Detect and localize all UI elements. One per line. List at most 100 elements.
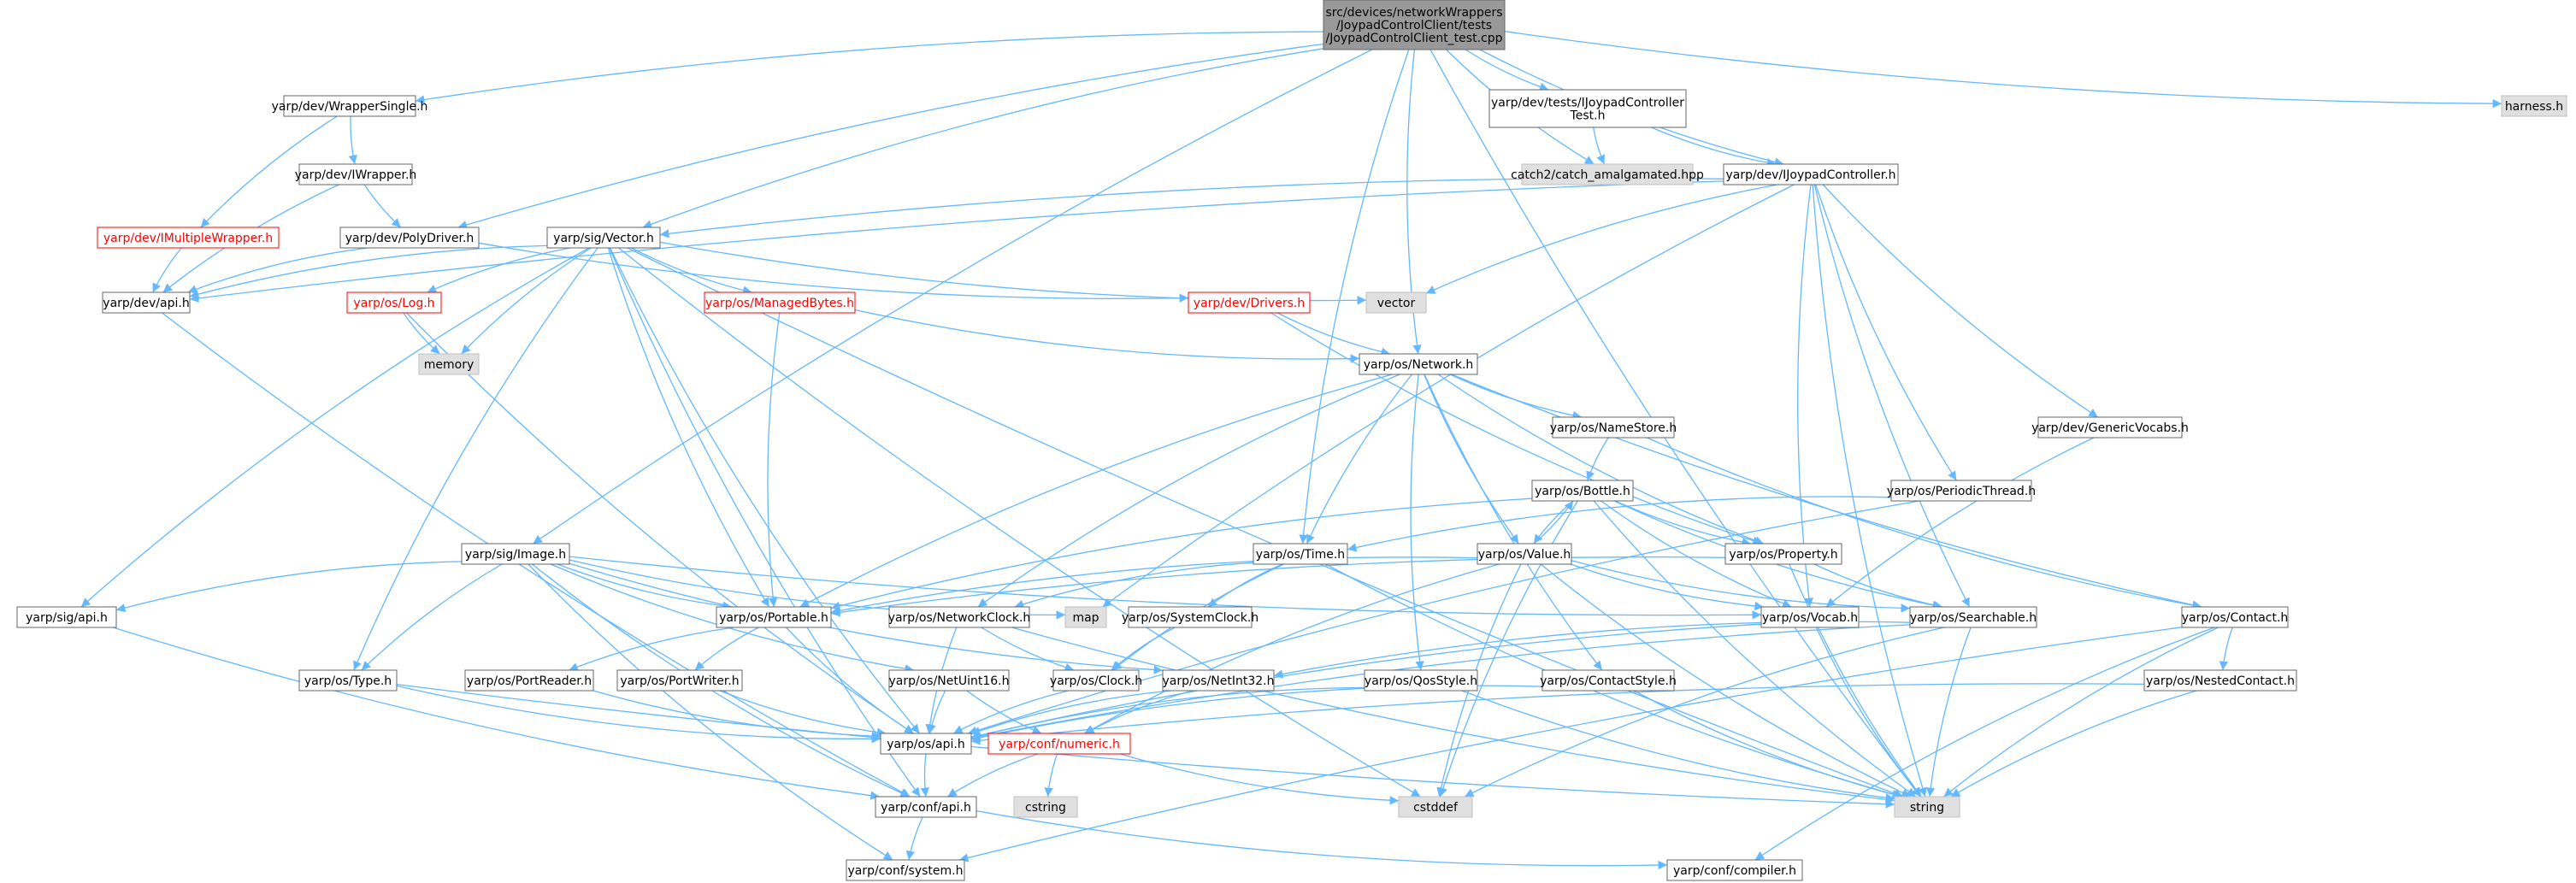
node-systemclock[interactable]: yarp/os/SystemClock.h <box>1122 606 1259 628</box>
edge-bottle-to-string <box>1593 500 1917 798</box>
node-box <box>102 291 191 314</box>
node-box <box>987 733 1131 755</box>
node-contact[interactable]: yarp/os/Contact.h <box>2181 606 2289 628</box>
edge-bottle-to-property <box>1614 500 1752 547</box>
edge-root-to-network <box>1406 49 1422 355</box>
edge-qosstyle-to-osapi <box>970 686 1365 740</box>
node-genericvocabs[interactable]: yarp/dev/GenericVocabs.h <box>2031 416 2189 439</box>
edge-networkclock-to-clock <box>981 627 1075 672</box>
node-box <box>97 227 280 249</box>
node-wrappersingle[interactable]: yarp/dev/WrapperSingle.h <box>272 95 428 117</box>
node-box <box>2501 95 2567 117</box>
node-ostime[interactable]: yarp/os/Time.h <box>1253 543 1348 565</box>
node-netuint16[interactable]: yarp/os/NetUint16.h <box>888 669 1010 692</box>
edge-osvalue-to-searchable <box>1571 560 1911 613</box>
node-osvalue[interactable]: yarp/os/Value.h <box>1477 543 1572 565</box>
node-box <box>1359 353 1478 375</box>
node-drivers[interactable]: yarp/dev/Drivers.h <box>1188 291 1311 314</box>
edge-network-to-osvalue <box>1424 374 1519 545</box>
node-numeric[interactable]: yarp/conf/numeric.h <box>987 733 1131 755</box>
node-box <box>546 227 661 249</box>
node-vocab[interactable]: yarp/os/Vocab.h <box>1760 606 1860 628</box>
node-label: yarp/sig/api.h <box>26 611 108 625</box>
node-box <box>704 291 856 314</box>
node-box <box>1890 480 2032 502</box>
node-label: yarp/dev/IWrapper.h <box>295 168 417 182</box>
node-box <box>2037 416 2183 439</box>
node-periodicthread[interactable]: yarp/os/PeriodicThread.h <box>1887 480 2036 502</box>
node-label: yarp/os/api.h <box>887 738 964 751</box>
node-clock[interactable]: yarp/os/Clock.h <box>1050 669 1142 692</box>
edge-numeric-to-confapi <box>946 753 1038 798</box>
node-label: yarp/sig/Vector.h <box>553 232 654 245</box>
node-bottle[interactable]: yarp/os/Bottle.h <box>1531 480 1634 502</box>
node-searchable[interactable]: yarp/os/Searchable.h <box>1909 606 2037 628</box>
edge-vector-to-osapi <box>610 247 920 734</box>
edge-osapi-to-confapi <box>920 753 929 798</box>
node-label: yarp/os/Log.h <box>353 297 434 310</box>
edge-ijoytest-to-catch2 <box>1592 127 1606 165</box>
node-oslog[interactable]: yarp/os/Log.h <box>346 291 442 314</box>
node-ostype[interactable]: yarp/os/Type.h <box>298 669 398 692</box>
node-iwrapper[interactable]: yarp/dev/IWrapper.h <box>295 163 417 185</box>
edge-property-to-portable <box>830 556 1726 617</box>
node-portreader[interactable]: yarp/os/PortReader.h <box>464 669 594 692</box>
node-contactstyle[interactable]: yarp/os/ContactStyle.h <box>1540 669 1677 692</box>
node-label: yarp/os/ContactStyle.h <box>1540 674 1677 688</box>
node-portwriter[interactable]: yarp/os/PortWriter.h <box>616 669 743 692</box>
node-box <box>283 95 416 117</box>
node-qosstyle[interactable]: yarp/os/QosStyle.h <box>1364 669 1478 692</box>
edge-nestedcontact-to-string <box>1950 690 2197 798</box>
node-sigapi[interactable]: yarp/sig/api.h <box>16 606 117 628</box>
edge-namestore-to-contact <box>1647 437 2202 610</box>
node-imultiwrapper[interactable]: yarp/dev/IMultipleWrapper.h <box>97 227 280 249</box>
node-property[interactable]: yarp/os/Property.h <box>1724 543 1842 565</box>
edge-network-to-property <box>1437 374 1765 545</box>
node-confapi[interactable]: yarp/conf/api.h <box>875 796 977 818</box>
edge-ijoy-to-string <box>1812 184 1927 798</box>
node-ijoy[interactable]: yarp/dev/IJoypadController.h <box>1723 163 1899 185</box>
node-portable[interactable]: yarp/os/Portable.h <box>716 606 832 628</box>
node-compiler[interactable]: yarp/conf/compiler.h <box>1666 859 1803 881</box>
node-label: cstring <box>1025 801 1066 815</box>
edge-portable-to-osapi <box>785 627 914 734</box>
node-network[interactable]: yarp/os/Network.h <box>1359 353 1478 375</box>
node-polydriver[interactable]: yarp/dev/PolyDriver.h <box>339 227 480 249</box>
edge-vector-to-ostype <box>353 247 598 671</box>
node-nestedcontact[interactable]: yarp/os/NestedContact.h <box>2143 669 2297 692</box>
node-devapi[interactable]: yarp/dev/api.h <box>102 291 191 314</box>
node-string: string <box>1894 796 1960 818</box>
node-osapi[interactable]: yarp/os/api.h <box>880 733 972 755</box>
edge-ijoytest-to-ijoy <box>1651 127 1777 168</box>
node-cstddef: cstddef <box>1398 796 1473 818</box>
node-vector[interactable]: yarp/sig/Vector.h <box>546 227 661 249</box>
edge-netuint16-to-numeric <box>966 690 1042 734</box>
edge-vector-to-managedbytes <box>631 247 752 295</box>
node-sigimage[interactable]: yarp/sig/Image.h <box>461 543 570 565</box>
edge-network-to-portable <box>799 374 1393 608</box>
node-namestore[interactable]: yarp/os/NameStore.h <box>1550 416 1677 439</box>
edge-vocab-to-osapi <box>970 623 1762 740</box>
node-managedbytes[interactable]: yarp/os/ManagedBytes.h <box>704 291 856 314</box>
edge-systemclock-to-clock <box>1111 627 1176 671</box>
node-label: yarp/os/NameStore.h <box>1550 421 1677 435</box>
edge-contact-to-nestedcontact <box>2219 627 2233 671</box>
edge-portable-to-portreader <box>569 627 734 672</box>
node-box <box>1724 543 1842 565</box>
node-label: memory <box>424 358 475 372</box>
edge-bottle-to-vocab <box>1600 500 1792 608</box>
node-box <box>1365 291 1427 314</box>
node-networkclock[interactable]: yarp/os/NetworkClock.h <box>888 606 1031 628</box>
node-netint32[interactable]: yarp/os/NetInt32.h <box>1162 669 1275 692</box>
edge-portable-to-portwriter <box>694 627 759 671</box>
edge-ijoy-to-devapi <box>189 180 1724 303</box>
edge-devapi-to-confapi <box>162 312 911 798</box>
node-box <box>716 606 832 628</box>
node-system[interactable]: yarp/conf/system.h <box>846 859 965 881</box>
node-box <box>298 163 413 185</box>
edge-sigimage-to-ostype <box>361 563 503 671</box>
node-label: yarp/dev/IJoypadController.h <box>1725 168 1895 182</box>
edge-network-to-qosstyle <box>1410 374 1424 671</box>
nodes-layer: src/devices/networkWrappers/JoypadContro… <box>16 0 2567 881</box>
